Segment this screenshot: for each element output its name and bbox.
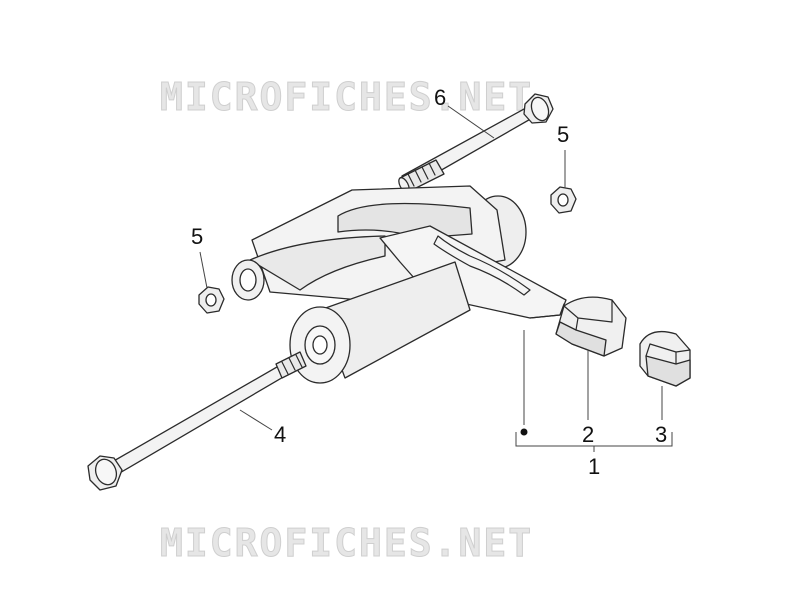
leader-6 [447, 105, 495, 139]
callout-4: 4 [274, 422, 286, 447]
callout-5-right: 5 [557, 122, 569, 147]
watermark-bottom: MICROFICHES.NET [160, 521, 533, 565]
bushing-small [639, 330, 691, 387]
bolt-top [398, 93, 554, 193]
callout-1: 1 [588, 454, 600, 479]
swing-arm [231, 185, 567, 384]
nut-right [550, 186, 577, 214]
nut-left [198, 286, 225, 314]
callout-3: 3 [655, 422, 667, 447]
bushing-large [555, 296, 627, 357]
bolt-long [87, 351, 307, 491]
leader-lines [199, 105, 673, 452]
leader-dot [520, 428, 528, 436]
watermark-top: MICROFICHES.NET [160, 75, 533, 119]
callout-5-left: 5 [191, 224, 203, 249]
callout-2: 2 [582, 422, 594, 447]
callout-6: 6 [434, 85, 446, 110]
leader-5-left [199, 251, 208, 289]
leader-4 [239, 409, 273, 431]
